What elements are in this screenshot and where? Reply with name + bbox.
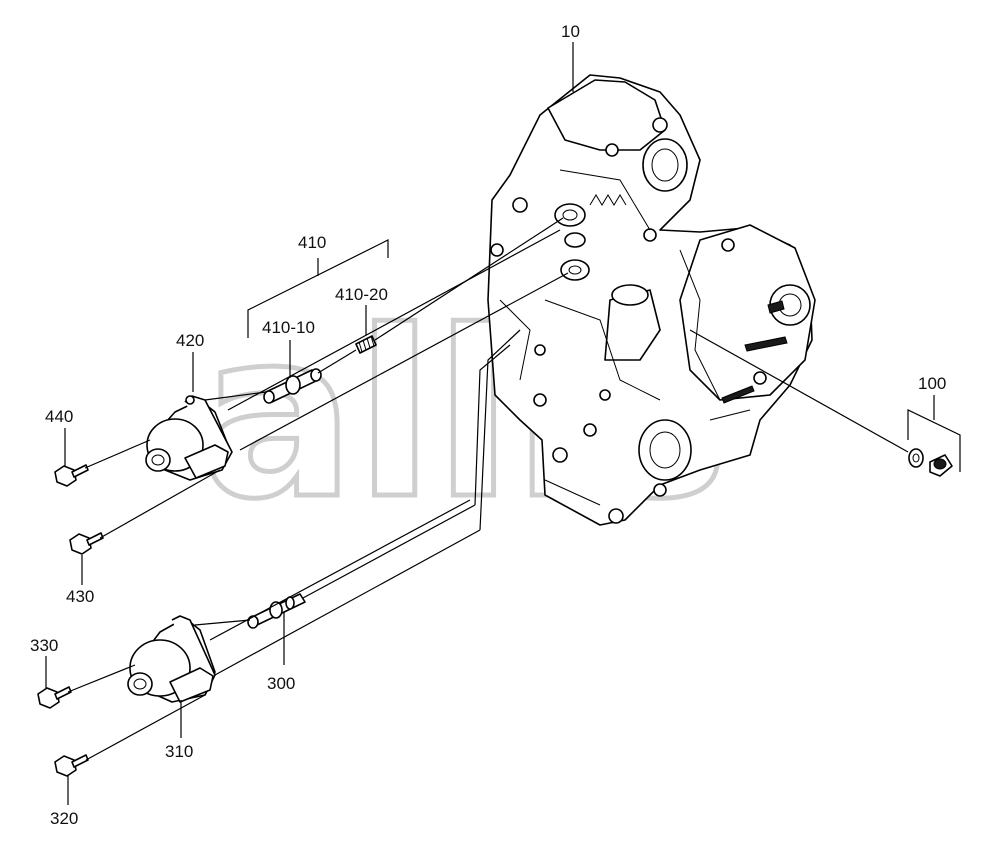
label-320: 320 [50,809,78,828]
leader-lines [45,42,961,805]
label-300: 300 [267,674,295,693]
label-310: 310 [165,742,193,761]
plunger-300 [247,593,306,629]
label-410: 410 [298,233,326,252]
bolt-440 [54,464,89,487]
bolt-430 [69,532,104,555]
main-valve-housing [487,74,816,526]
bolt-320 [54,754,89,777]
label-410-20: 410-20 [335,285,388,304]
label-420: 420 [176,331,204,350]
plug-100 [908,448,953,477]
solenoid-420 [145,395,233,481]
spring-410-20 [355,335,377,354]
label-330: 330 [30,636,58,655]
solenoid-310 [127,615,216,703]
label-430: 430 [66,587,94,606]
part-labels: 10 410 410-20 410-10 420 440 430 330 300… [30,22,946,828]
label-440: 440 [45,407,73,426]
label-410-10: 410-10 [262,318,315,337]
label-100: 100 [918,374,946,393]
bolt-330 [37,686,72,709]
label-10: 10 [561,22,580,41]
